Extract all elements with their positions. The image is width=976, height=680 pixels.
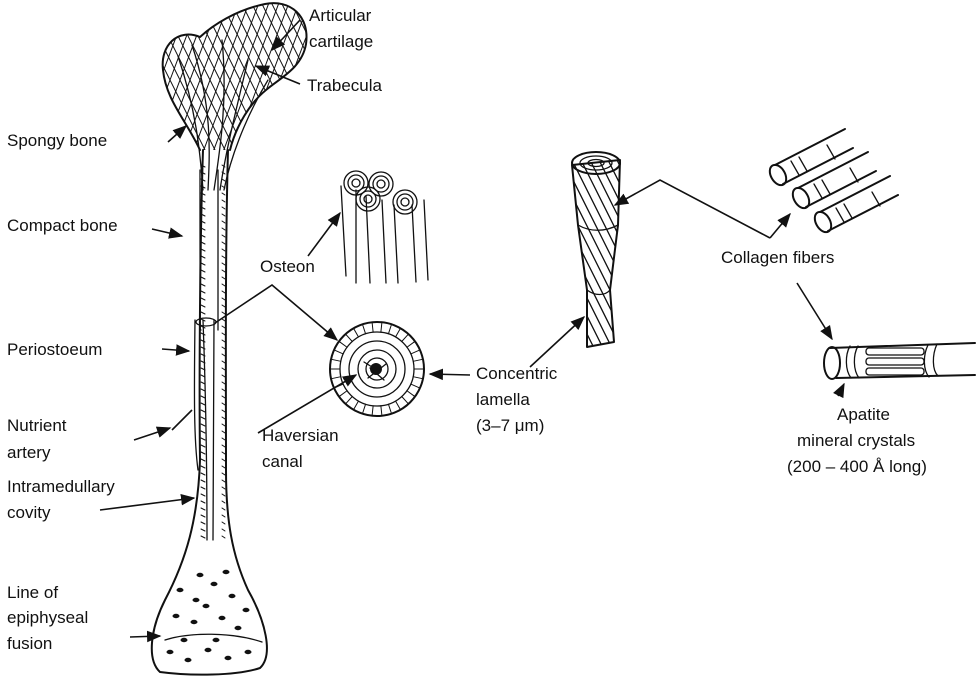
osteon-cross-section bbox=[330, 322, 424, 416]
label-epiphyseal-line2: epiphyseal bbox=[7, 608, 88, 627]
label-apatite-line1: Apatite bbox=[837, 405, 890, 424]
label-collagen-fibers: Collagen fibers bbox=[721, 248, 834, 267]
label-concentric-line2: lamella bbox=[476, 390, 530, 409]
label-spongy-bone: Spongy bone bbox=[7, 131, 107, 150]
label-osteon: Osteon bbox=[260, 257, 315, 276]
femur-drawing bbox=[0, 0, 470, 675]
label-concentric-line1: Concentric bbox=[476, 364, 558, 383]
label-intramedullary-line2: covity bbox=[7, 503, 51, 522]
label-epiphyseal-line3: fusion bbox=[7, 634, 52, 653]
label-trabecula: Trabecula bbox=[307, 76, 383, 95]
label-articular-line1: Articular bbox=[309, 6, 372, 25]
label-apatite-line2: mineral crystals bbox=[797, 431, 915, 450]
label-intramedullary-line1: Intramedullary bbox=[7, 477, 115, 496]
label-nutrient-line2: artery bbox=[7, 443, 51, 462]
label-epiphyseal-line1: Line of bbox=[7, 583, 58, 602]
apatite-crystal-drawing bbox=[824, 343, 975, 379]
femur-shaft-outline bbox=[152, 150, 267, 675]
label-haversian-line1: Haversian bbox=[262, 426, 339, 445]
osteon-drawing bbox=[341, 171, 428, 283]
osteon-rings bbox=[344, 171, 417, 214]
label-articular-line2: cartilage bbox=[309, 32, 373, 51]
label-haversian-line2: canal bbox=[262, 452, 303, 471]
label-concentric-line3: (3–7 μm) bbox=[476, 416, 544, 435]
label-periosteum: Periostoeum bbox=[7, 340, 102, 359]
label-apatite-line3: (200 – 400 Å long) bbox=[787, 457, 927, 476]
labels: Articular cartilage Trabecula Spongy bon… bbox=[7, 6, 927, 653]
label-nutrient-line1: Nutrient bbox=[7, 416, 67, 435]
leader-lines bbox=[100, 20, 844, 637]
condyle-spongy-texture bbox=[167, 570, 252, 662]
periosteum-wall bbox=[194, 320, 198, 470]
osteon-columns bbox=[341, 186, 428, 283]
label-compact-bone: Compact bone bbox=[7, 216, 118, 235]
